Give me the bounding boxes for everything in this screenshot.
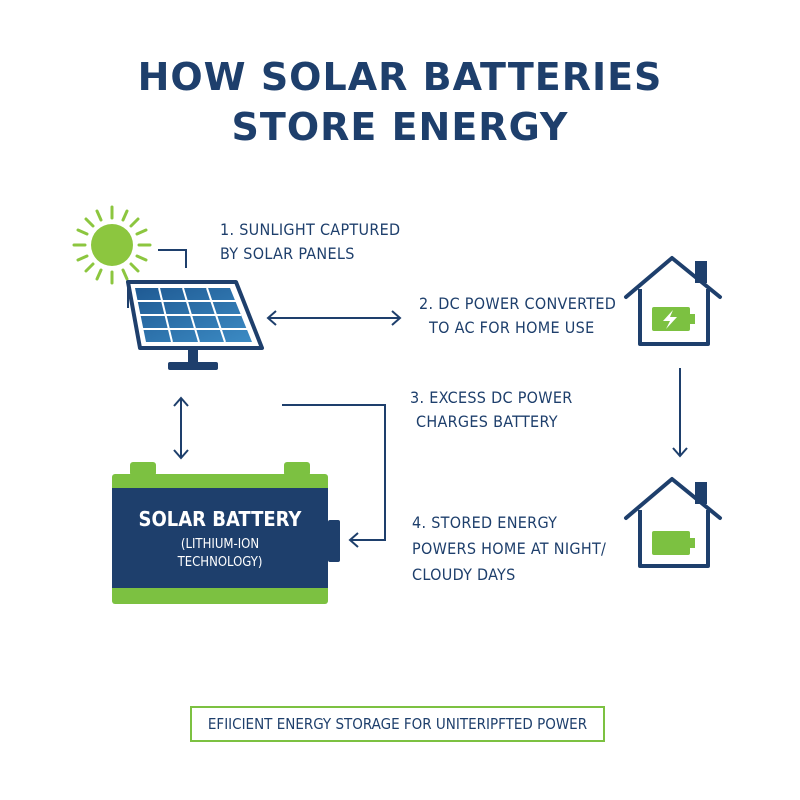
page-title: HOW SOLAR BATTERIES STORE ENERGY: [0, 52, 800, 152]
sun-connector-line: [158, 249, 187, 268]
house-battery-icon: [624, 477, 722, 568]
battery-sub-line-2: TECHNOLOGY): [177, 555, 263, 570]
step-4-line-3: CLOUDY DAYS: [412, 565, 516, 584]
excess-to-battery-arrow: [282, 404, 386, 548]
house-charging-icon: [624, 256, 722, 346]
step-3-line-2: CHARGES BATTERY: [416, 412, 558, 431]
battery-sub-line-1: (LITHIUM-ION: [180, 537, 260, 552]
footer-banner: EFIICIENT ENERGY STORAGE FOR UNITERIPFTE…: [190, 706, 605, 742]
step-2: 2. DC POWER CONVERTED TO AC FOR HOME USE: [419, 292, 616, 340]
step-3: 3. EXCESS DC POWER CHARGES BATTERY: [410, 386, 573, 434]
step-3-line-1: 3. EXCESS DC POWER: [410, 388, 573, 407]
step-2-line-1: 2. DC POWER CONVERTED: [419, 294, 617, 313]
step-1: 1. SUNLIGHT CAPTURED BY SOLAR PANELS: [220, 218, 400, 266]
solar-panel-icon: [126, 280, 264, 370]
step-1-line-2: BY SOLAR PANELS: [220, 244, 355, 263]
step-1-line-1: 1. SUNLIGHT CAPTURED: [220, 220, 401, 239]
step-4-line-1: 4. STORED ENERGY: [412, 513, 558, 532]
title-line-1: HOW SOLAR BATTERIES: [137, 55, 663, 99]
sun-icon: [72, 205, 152, 285]
title-line-2: STORE ENERGY: [231, 105, 569, 149]
step-4-line-2: POWERS HOME AT NIGHT/: [412, 539, 607, 558]
house-to-house-arrow: [672, 368, 688, 458]
step-4: 4. STORED ENERGY POWERS HOME AT NIGHT/ C…: [412, 510, 606, 588]
panel-inverter-arrow: [266, 310, 402, 326]
battery-icon: [112, 462, 340, 604]
panel-battery-arrow: [173, 396, 189, 460]
battery-label: SOLAR BATTERY: [138, 507, 302, 531]
step-2-line-2: TO AC FOR HOME USE: [429, 318, 595, 337]
